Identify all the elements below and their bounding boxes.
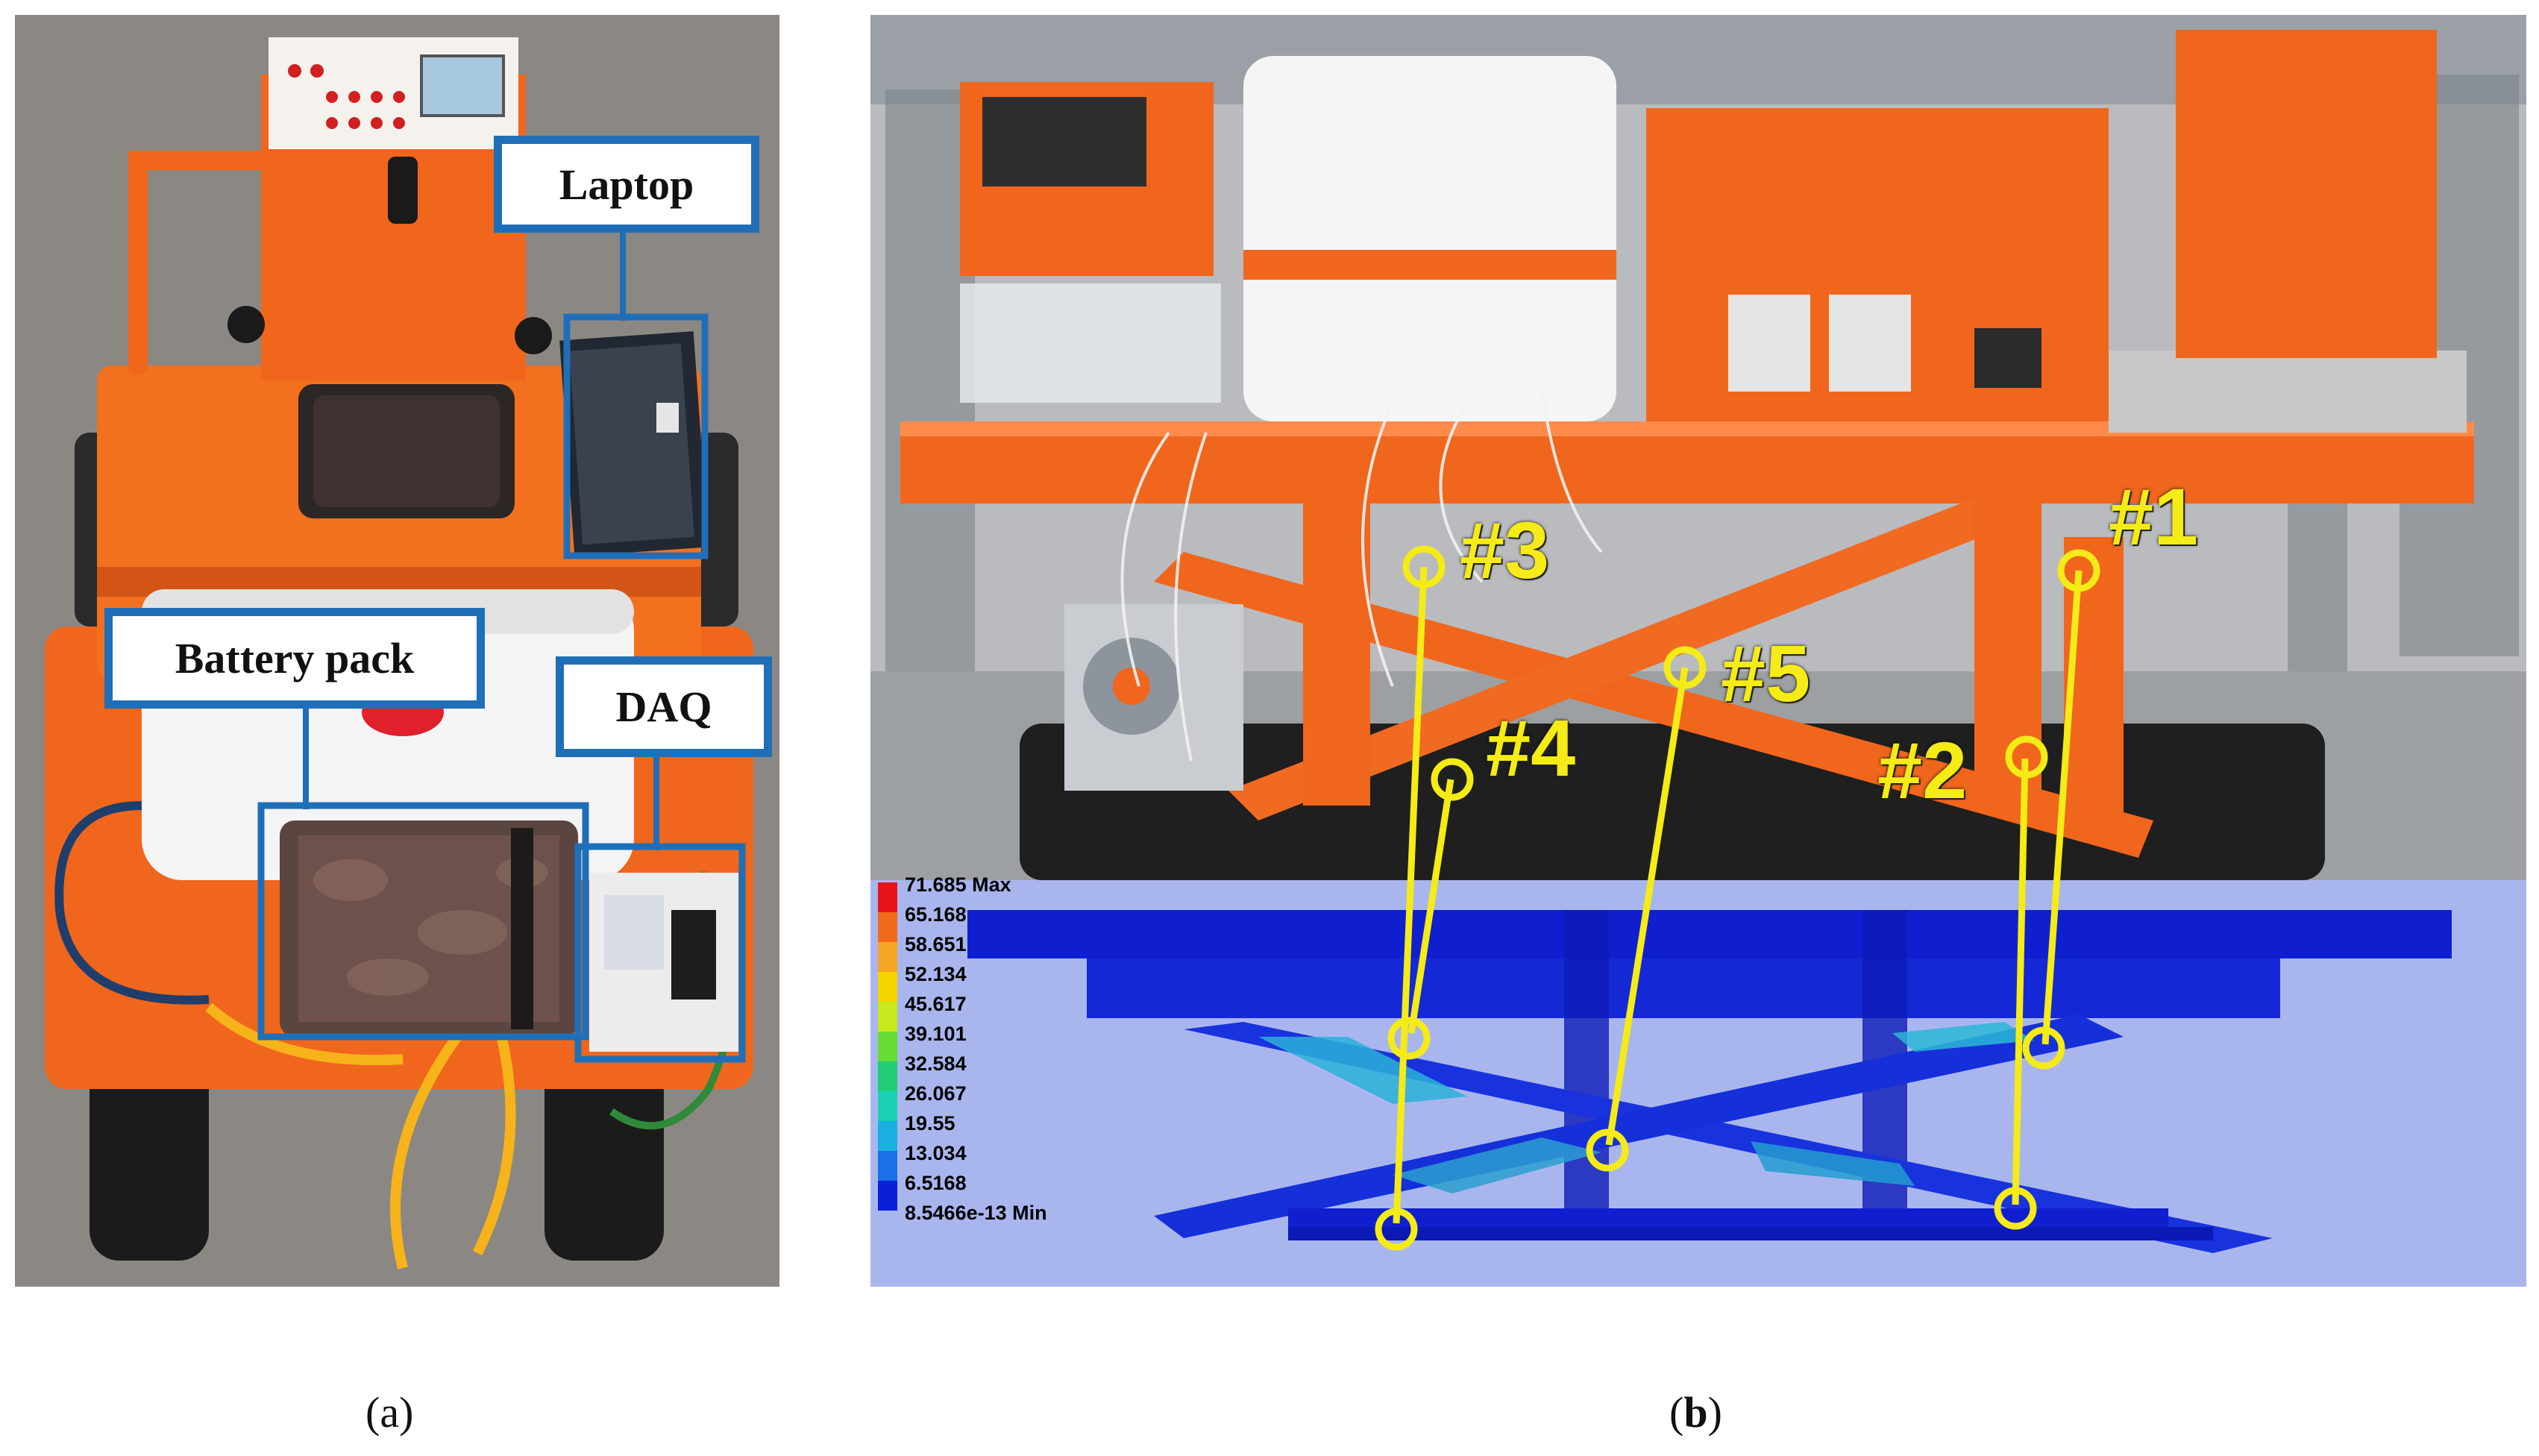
battery-pack-callout-label: Battery pack [175, 634, 415, 682]
legend-value: 32.584 [905, 1052, 967, 1075]
scissor-arm-2 [1228, 492, 2019, 820]
panel-b-label: (b) [1669, 1387, 1722, 1437]
fea-stress-contour [870, 880, 2526, 1287]
panel-b-label-letter: b [1683, 1388, 1708, 1437]
callout-connectors [257, 231, 746, 1063]
wheel-front-right [544, 1059, 664, 1261]
sensor-label-1: #1 [2109, 471, 2199, 562]
legend-value: 65.168 [905, 903, 967, 926]
legend-value: 26.067 [905, 1082, 967, 1105]
legend-swatch [878, 1121, 897, 1151]
legend-value: 58.651 [905, 933, 967, 956]
legend-row: 39.101 [875, 1023, 1099, 1061]
legend-swatch [878, 972, 897, 1002]
sensor-2-fea-marker [1994, 1187, 2037, 1230]
legend-value: 6.5168 [905, 1172, 967, 1194]
legend-value: 39.101 [905, 1023, 967, 1045]
sensor-3-fea-marker [1375, 1208, 1418, 1251]
sensor-label-2: #2 [1877, 725, 1968, 815]
panel-b-label-close: ) [1707, 1388, 1722, 1437]
legend-swatch [878, 1181, 897, 1211]
laptop-highlight-box [563, 313, 709, 559]
panel-a-label-open: ( [365, 1388, 380, 1437]
panel-a-vehicle-photo: Laptop Battery pack DAQ [15, 15, 779, 1287]
legend-row: 58.651 [875, 933, 1099, 972]
legend-row-min: 8.5466e-13 Min [875, 1202, 1099, 1240]
sensor-2-photo-marker [2005, 735, 2048, 779]
legend-row: 13.034 [875, 1142, 1099, 1181]
legend-row: 52.134 [875, 963, 1099, 1002]
sensor-4-photo-marker [1431, 758, 1474, 801]
battery-highlight-box [257, 802, 589, 1041]
legend-row: 26.067 [875, 1082, 1099, 1121]
legend-swatch [878, 1061, 897, 1091]
panel-a-label-letter: a [380, 1388, 400, 1437]
battery-pack-callout: Battery pack [104, 608, 485, 709]
legend-swatch [878, 942, 897, 972]
legend-row-max: 71.685 Max [875, 873, 1099, 912]
legend-row: 45.617 [875, 993, 1099, 1032]
legend-value: 52.134 [905, 963, 967, 985]
legend-min-label: 8.5466e-13 Min [905, 1202, 1047, 1224]
sensor-5-photo-marker [1663, 646, 1707, 689]
sensor-1-fea-marker [2022, 1026, 2065, 1070]
panel-b-sensor-locations: #1 #2 #3 #4 #5 [870, 15, 2526, 1287]
sensor-4-fea-marker [1387, 1017, 1431, 1060]
fea-platform [967, 910, 2452, 958]
sensor-label-5: #5 [1721, 628, 1811, 718]
legend-max-label: 71.685 Max [905, 873, 1011, 896]
legend-swatch [878, 1091, 897, 1121]
panel-a-label: (a) [365, 1387, 413, 1437]
daq-highlight-box [574, 843, 746, 1063]
daq-callout: DAQ [556, 656, 772, 757]
legend-row: 65.168 [875, 903, 1099, 942]
legend-swatch [878, 1032, 897, 1061]
legend-value: 13.034 [905, 1142, 967, 1164]
scissor-arm-1 [1154, 552, 2153, 858]
panel-a-label-close: ) [399, 1388, 414, 1437]
sensor-5-fea-marker [1586, 1129, 1629, 1172]
lift-mechanism-photo [870, 15, 2526, 880]
water-tank [1243, 56, 1616, 421]
panel-b-label-open: ( [1669, 1388, 1684, 1437]
stress-legend: 71.685 Max 65.168 58.651 52.134 45.617 3… [875, 873, 1099, 1229]
sensor-label-3: #3 [1460, 505, 1550, 595]
sensor-3-photo-marker [1402, 545, 1446, 589]
daq-callout-label: DAQ [615, 682, 712, 731]
legend-swatch [878, 912, 897, 942]
legend-row: 32.584 [875, 1052, 1099, 1091]
legend-swatch [878, 1151, 897, 1181]
sensor-markers-overlay [1375, 545, 2100, 1251]
sensor-label-4: #4 [1486, 703, 1576, 793]
laptop-callout: Laptop [494, 136, 759, 233]
wheel-front-left [90, 1059, 209, 1261]
legend-row: 19.55 [875, 1112, 1099, 1151]
laptop-callout-label: Laptop [559, 160, 694, 209]
sensor-1-photo-marker [2057, 549, 2100, 592]
legend-row: 6.5168 [875, 1172, 1099, 1211]
legend-value: 19.55 [905, 1112, 955, 1135]
legend-swatch [878, 1002, 897, 1032]
legend-value: 45.617 [905, 993, 967, 1015]
legend-swatch [878, 882, 897, 912]
